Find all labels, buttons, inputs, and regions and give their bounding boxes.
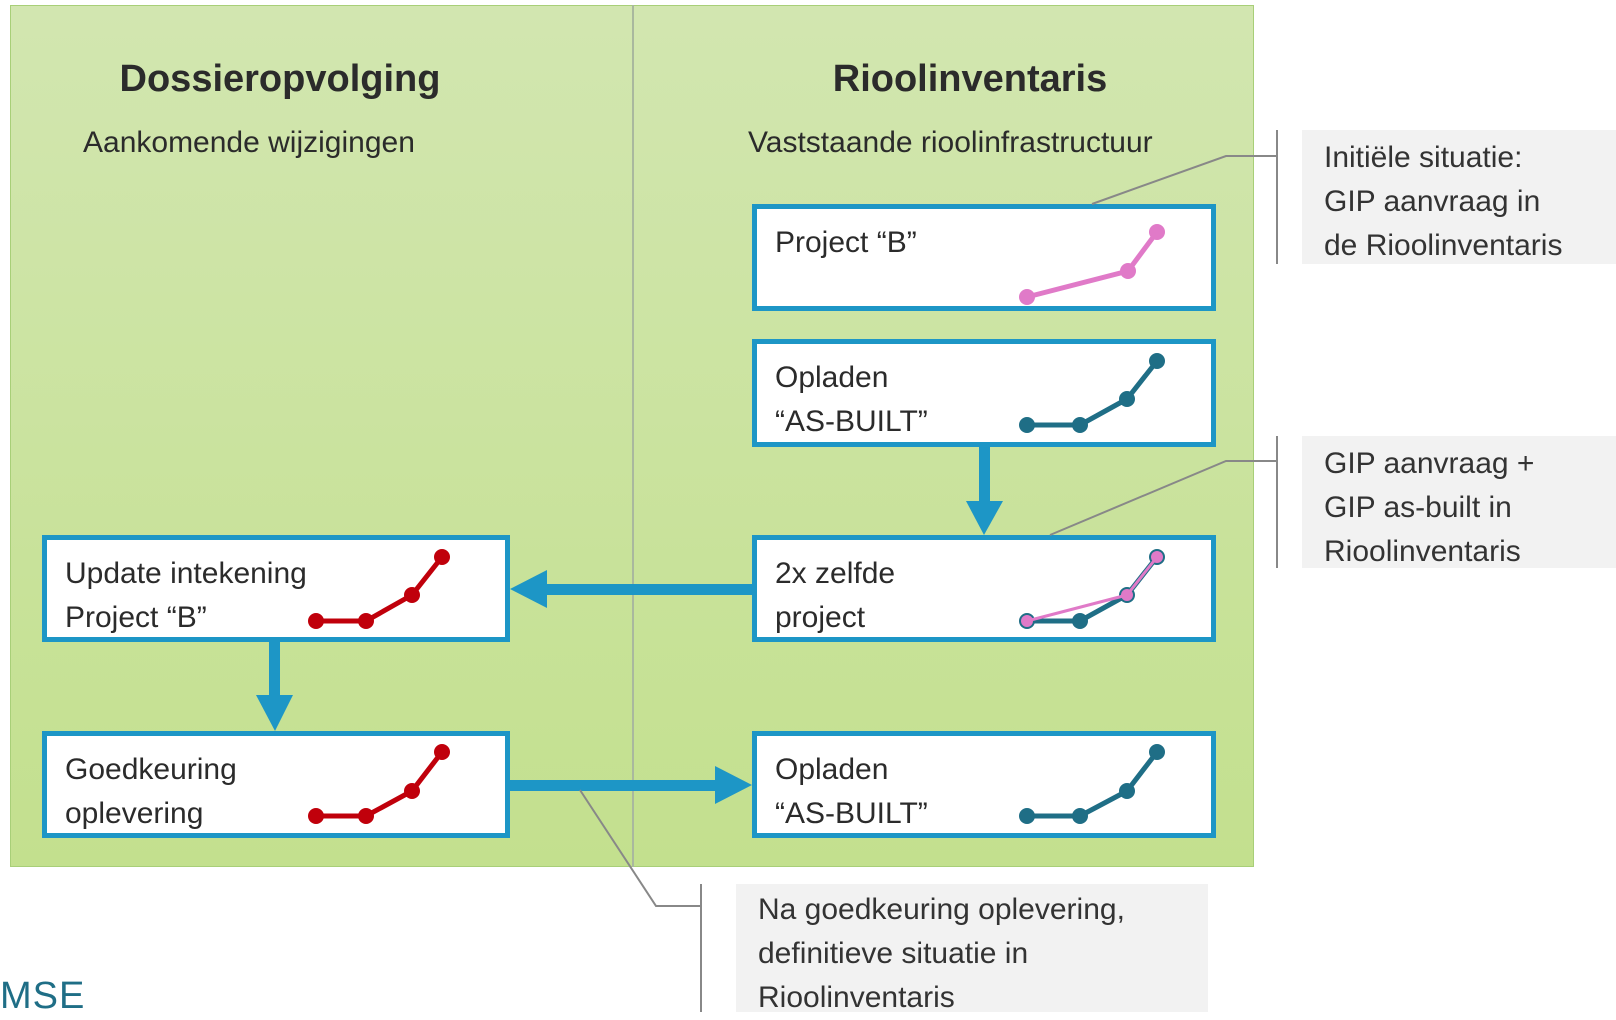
note-both-bracket [1276,436,1278,568]
box-upload-asbuilt-1-label: Opladen “AS-BUILT” [775,356,1015,444]
arrow-right-shaft [510,780,717,791]
arrow-left-head [510,570,547,608]
arrow-down-left-shaft [269,642,280,697]
right-column-subtitle: Vaststaande rioolinfrastructuur [748,126,1153,159]
box-project-b: Project “B” [752,204,1216,311]
arrow-down-left-head [256,695,293,731]
overlay-lines-icon [1019,549,1165,629]
note-initial-line2: GIP aanvraag in [1324,185,1541,218]
note-both-line1: GIP aanvraag + [1324,447,1535,480]
box-upload-asbuilt-2-label: Opladen “AS-BUILT” [775,748,1015,836]
note-initial-bracket [1276,130,1278,264]
note-both: GIP aanvraag + GIP as-built in Rioolinve… [1302,436,1616,568]
left-column-title: Dossieropvolging [119,58,441,100]
box-upload-asbuilt-1-line1: Opladen [775,361,889,394]
arrow-left-shaft [545,584,752,595]
box-update-drawing-label: Update intekening Project “B” [65,552,365,640]
note-both-line3: Rioolinventaris [1324,535,1521,568]
box-approval: Goedkeuring oplevering [42,731,510,838]
box-same-project-label: 2x zelfde project [775,552,1015,640]
box-project-b-label: Project “B” [775,221,1015,265]
box-update-drawing-line2: Project “B” [65,601,207,634]
box-upload-asbuilt-1: Opladen “AS-BUILT” [752,339,1216,447]
right-column-title: Rioolinventaris [832,58,1108,100]
note-initial-line3: de Rioolinventaris [1324,229,1563,262]
red-line-icon [308,744,450,824]
left-column-subtitle: Aankomende wijzigingen [83,126,415,159]
box-project-b-line1: Project “B” [775,226,917,259]
note-final-bracket [700,884,702,1012]
note-final-line1: Na goedkeuring oplevering, [758,893,1125,926]
note-final: Na goedkeuring oplevering, definitieve s… [736,884,1208,1014]
column-divider [632,5,634,867]
box-upload-asbuilt-1-line2: “AS-BUILT” [775,405,928,438]
box-update-drawing: Update intekening Project “B” [42,535,510,642]
note-final-line2: definitieve situatie in [758,937,1029,970]
box-upload-asbuilt-2-line1: Opladen [775,753,889,786]
arrow-right-head [715,766,752,804]
note-both-line2: GIP as-built in [1324,491,1512,524]
note-final-line3: Rioolinventaris [758,981,955,1014]
box-same-project: 2x zelfde project [752,535,1216,642]
callout-line-both [1049,460,1276,536]
box-same-project-line2: project [775,601,866,634]
red-line-icon [308,549,450,629]
box-approval-line1: Goedkeuring [65,753,237,786]
box-same-project-line1: 2x zelfde [775,557,896,590]
note-initial: Initiële situatie: GIP aanvraag in de Ri… [1302,130,1616,264]
box-upload-asbuilt-2-line2: “AS-BUILT” [775,797,928,830]
logo: MSE [0,975,86,1017]
arrow-down-right-shaft [979,447,990,503]
teal-line-icon [1019,744,1165,824]
note-initial-line1: Initiële situatie: [1324,141,1523,174]
box-approval-label: Goedkeuring oplevering [65,748,305,836]
arrow-down-right-head [966,501,1003,535]
pink-line-icon [1019,224,1165,305]
teal-line-icon [1019,353,1165,433]
callout-line-final [579,789,700,907]
callout-line-initial [1091,155,1276,205]
box-update-drawing-line1: Update intekening [65,557,307,590]
box-upload-asbuilt-2: Opladen “AS-BUILT” [752,731,1216,838]
box-approval-line2: oplevering [65,797,204,830]
